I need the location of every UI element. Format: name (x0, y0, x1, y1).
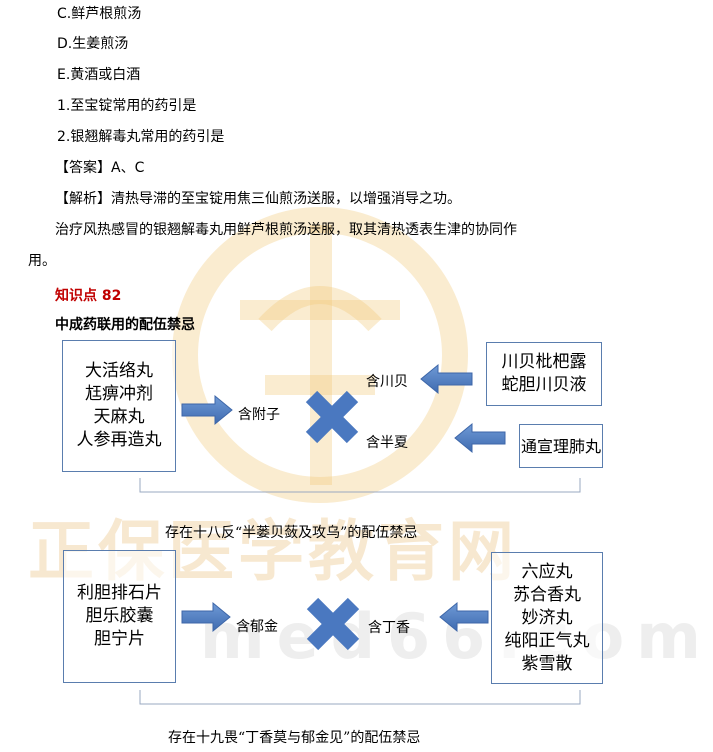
arrow-left-icon (439, 601, 489, 633)
diagram2-caption: 存在十九畏“丁香莫与郁金见”的配伍禁忌 (168, 730, 421, 746)
option-e: E.黄酒或白酒 (57, 67, 141, 83)
box-item: 人参再造丸 (76, 430, 162, 450)
question-2: 2.银翘解毒丸常用的药引是 (57, 129, 225, 145)
cross-icon (306, 597, 360, 651)
arrow-left-icon (454, 422, 506, 454)
section-title: 中成药联用的配伍禁忌 (55, 317, 195, 333)
bracket-1 (139, 478, 581, 493)
label-curcuma: 含郁金 (236, 619, 278, 635)
box-item: 天麻丸 (93, 407, 145, 427)
analysis-label: 【解析】 (55, 191, 111, 207)
box-item: 利胆排石片 (77, 583, 162, 603)
box-item: 胆宁片 (94, 629, 145, 649)
analysis-line-3: 用。 (28, 253, 56, 269)
answer-line: 【答案】A、C (55, 159, 144, 177)
cross-icon (305, 390, 359, 444)
arrow-left-icon (420, 363, 473, 395)
box-item: 苏合香丸 (513, 584, 581, 605)
diagram-graphics (139, 363, 581, 705)
option-c: C.鲜芦根煎汤 (57, 6, 142, 22)
option-d: D.生姜煎汤 (57, 36, 129, 52)
answer-value: A、C (111, 160, 145, 176)
answer-label: 【答案】 (55, 160, 111, 176)
diagram1-caption: 存在十八反“半蒌贝蔹及攻乌”的配伍禁忌 (165, 525, 418, 541)
bracket-2 (139, 690, 581, 705)
analysis-text-1: 清热导滞的至宝锭用焦三仙煎汤送服，以增强消导之功。 (111, 191, 461, 207)
herb-box-curcuma: 利胆排石片 胆乐胶囊 胆宁片 (63, 550, 176, 683)
box-item: 胆乐胶囊 (85, 606, 154, 626)
herb-box-clove: 六应丸 苏合香丸 妙济丸 纯阳正气丸 紫雪散 (491, 552, 603, 684)
box-item: 通宣理肺丸 (520, 436, 601, 456)
arrow-right-icon (181, 394, 233, 426)
question-1: 1.至宝锭常用的药引是 (57, 98, 197, 114)
analysis-line-1: 【解析】清热导滞的至宝锭用焦三仙煎汤送服，以增强消导之功。 (55, 190, 461, 208)
label-pinellia: 含半夏 (366, 435, 408, 451)
box-item: 紫雪散 (521, 653, 573, 674)
box-item: 妙济丸 (521, 607, 573, 628)
label-clove: 含丁香 (368, 620, 410, 636)
analysis-line-2: 治疗风热感冒的银翘解毒丸用鲜芦根煎汤送服，取其清热透表生津的协同作 (55, 222, 517, 238)
box-item: 六应丸 (521, 561, 573, 582)
box-item: 蛇胆川贝液 (501, 375, 587, 395)
box-item: 大活络丸 (85, 361, 153, 381)
label-aconite: 含附子 (238, 407, 280, 423)
box-item: 纯阳正气丸 (504, 630, 590, 651)
herb-box-fritillary: 川贝枇杷露 蛇胆川贝液 (486, 342, 602, 406)
arrow-right-icon (181, 601, 231, 633)
herb-box-aconite: 大活络丸 尪痹冲剂 天麻丸 人参再造丸 (62, 340, 176, 472)
knowledge-point-title: 知识点 82 (55, 288, 122, 304)
box-item: 尪痹冲剂 (85, 384, 153, 404)
label-fritillary: 含川贝 (366, 374, 408, 390)
box-item: 川贝枇杷露 (501, 352, 587, 372)
herb-box-pinellia: 通宣理肺丸 (519, 424, 603, 468)
